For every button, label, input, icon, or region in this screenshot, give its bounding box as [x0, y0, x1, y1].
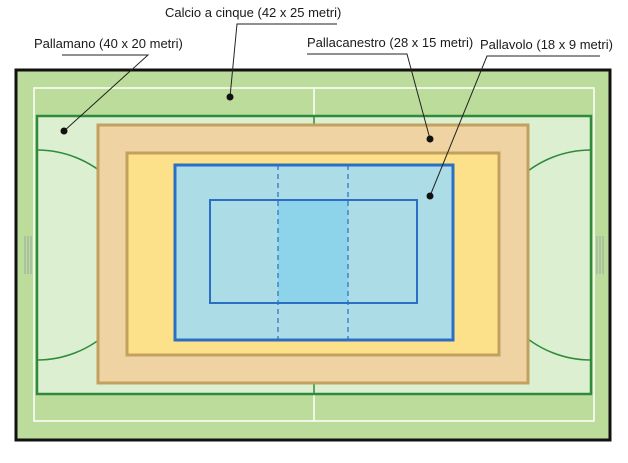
- pallavolo-attack-lines: [277, 165, 349, 340]
- pallacanestro-label: Pallacanestro (28 x 15 metri): [307, 35, 473, 50]
- pallavolo-label: Pallavolo (18 x 9 metri): [480, 37, 613, 52]
- calcio-marker: [226, 93, 234, 101]
- pallamano-marker: [60, 127, 68, 135]
- pallamano-goals: [24, 236, 604, 274]
- calcio-label: Calcio a cinque (42 x 25 metri): [165, 5, 341, 20]
- pallavolo-marker: [426, 192, 434, 200]
- pallavolo-center-zone: [278, 201, 348, 302]
- pallamano-label: Pallamano (40 x 20 metri): [34, 36, 183, 51]
- callout-lines: [62, 23, 600, 197]
- pallacanestro-marker: [426, 135, 434, 143]
